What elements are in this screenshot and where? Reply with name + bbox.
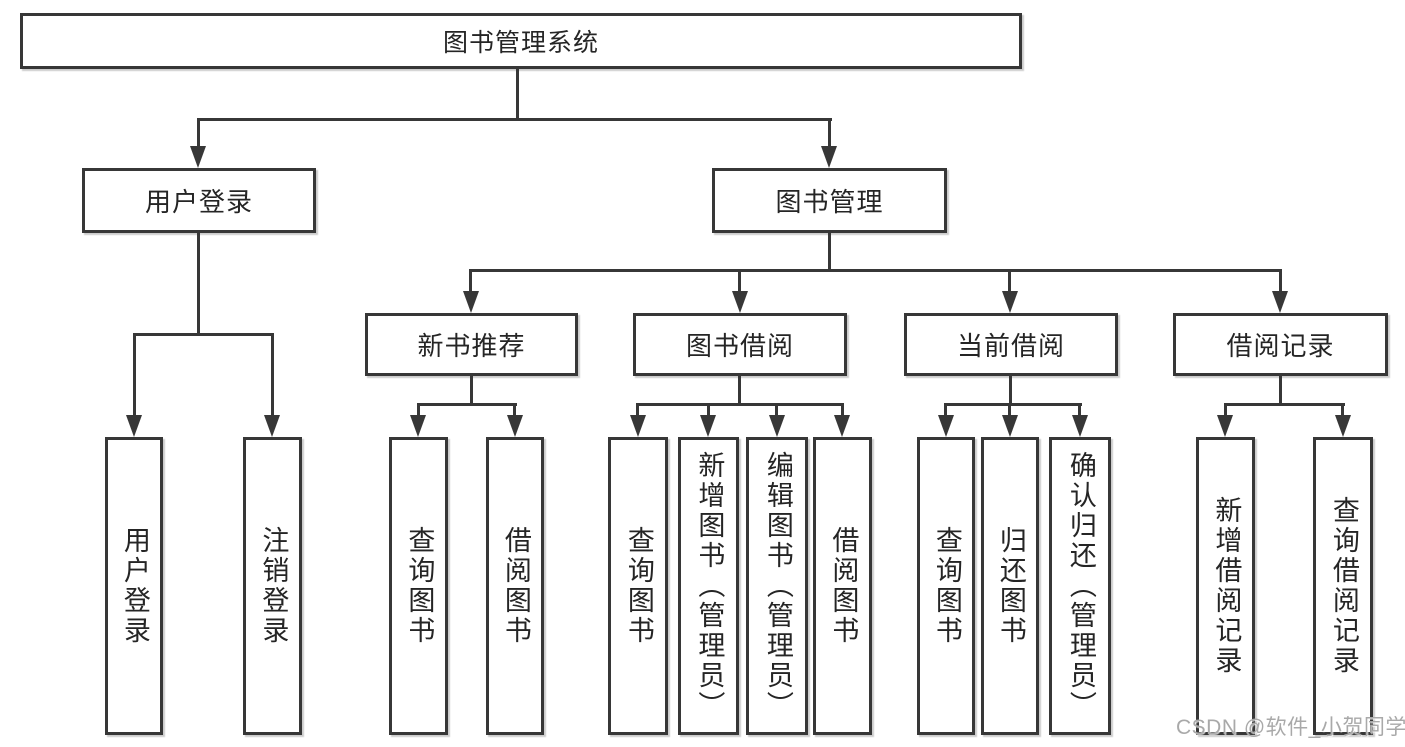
arrow-down-icon [1002, 291, 1018, 313]
arrow-down-icon [732, 291, 748, 313]
leaf-borrow-books-1: 借阅图书 [486, 437, 544, 735]
arrow-down-icon [507, 415, 523, 437]
csdn-watermark: CSDN @软件_小贺同学 [1176, 716, 1405, 739]
arrow-down-icon [1272, 291, 1288, 313]
leaf-label: 新增借阅记录 [1211, 496, 1242, 676]
connector-line [417, 403, 517, 406]
node-new-book-recommend: 新书推荐 [365, 313, 578, 376]
arrow-down-icon [463, 291, 479, 313]
connector-line [944, 403, 1082, 406]
connector-line [197, 118, 200, 150]
connector-line [1224, 403, 1345, 406]
arrow-down-icon [126, 415, 142, 437]
node-current-borrowing: 当前借阅 [904, 313, 1118, 376]
node-label: 图书借阅 [685, 331, 794, 361]
connector-line [469, 269, 1282, 272]
connector-line [1341, 403, 1344, 419]
leaf-label: 用户登录 [119, 526, 150, 646]
node-label: 借阅记录 [1226, 331, 1335, 361]
connector-line [513, 403, 516, 419]
node-root-library-system: 图书管理系统 [20, 13, 1022, 69]
arrow-down-icon [769, 415, 785, 437]
connector-line [1008, 269, 1011, 295]
leaf-label: 确认归还（管理员） [1065, 451, 1096, 721]
connector-line [636, 403, 639, 419]
leaf-logout: 注销登录 [243, 437, 302, 735]
connector-line [738, 376, 741, 406]
node-label: 图书管理 [775, 187, 884, 217]
leaf-label: 借阅图书 [828, 526, 859, 646]
leaf-borrow-books-2: 借阅图书 [813, 437, 872, 735]
connector-line [707, 403, 710, 419]
leaf-add-borrow-record: 新增借阅记录 [1196, 437, 1255, 735]
arrow-down-icon [821, 146, 837, 168]
node-label: 图书管理系统 [442, 29, 599, 57]
leaf-query-books-2: 查询图书 [608, 437, 668, 735]
leaf-label: 查询借阅记录 [1328, 496, 1359, 676]
connector-line [1009, 376, 1012, 406]
node-label: 新书推荐 [417, 331, 526, 361]
arrow-down-icon [630, 415, 646, 437]
connector-line [271, 333, 274, 418]
connector-line [516, 68, 519, 120]
connector-line [1078, 403, 1081, 419]
connector-line [1279, 376, 1282, 406]
arrow-down-icon [1072, 415, 1088, 437]
node-book-borrowing: 图书借阅 [633, 313, 847, 376]
connector-line [133, 333, 136, 418]
connector-line [197, 233, 200, 336]
connector-line [470, 376, 473, 406]
connector-line [469, 269, 472, 295]
leaf-add-books-admin: 新增图书（管理员） [678, 437, 739, 735]
connector-line [738, 269, 741, 295]
arrow-down-icon [264, 415, 280, 437]
connector-line [841, 403, 844, 419]
connector-line [636, 403, 844, 406]
connector-line [1008, 403, 1011, 419]
leaf-label: 查询图书 [404, 526, 435, 646]
leaf-confirm-return-admin: 确认归还（管理员） [1049, 437, 1111, 735]
arrow-down-icon [700, 415, 716, 437]
arrow-down-icon [938, 415, 954, 437]
leaf-query-books-1: 查询图书 [389, 437, 448, 735]
leaf-query-borrow-record: 查询借阅记录 [1313, 437, 1373, 735]
leaf-return-books: 归还图书 [981, 437, 1039, 735]
connector-line [197, 118, 832, 121]
leaf-user-login: 用户登录 [105, 437, 163, 735]
arrow-down-icon [190, 146, 206, 168]
connector-line [1279, 269, 1282, 295]
leaf-label: 查询图书 [623, 526, 654, 646]
leaf-query-books-3: 查询图书 [917, 437, 975, 735]
arrow-down-icon [1217, 415, 1233, 437]
node-label: 用户登录 [144, 187, 253, 217]
connector-line [1224, 403, 1227, 419]
leaf-label: 编辑图书（管理员） [762, 451, 793, 721]
connector-line [828, 233, 831, 272]
leaf-label: 借阅图书 [500, 526, 531, 646]
node-borrowing-records: 借阅记录 [1173, 313, 1388, 376]
connector-line [828, 118, 831, 150]
connector-line [775, 403, 778, 419]
connector-line [417, 403, 420, 419]
connector-line [944, 403, 947, 419]
leaf-label: 归还图书 [995, 526, 1026, 646]
leaf-label: 新增图书（管理员） [694, 451, 725, 721]
node-label: 当前借阅 [956, 331, 1065, 361]
node-user-login: 用户登录 [82, 168, 316, 233]
arrow-down-icon [1335, 415, 1351, 437]
arrow-down-icon [410, 415, 426, 437]
leaf-label: 注销登录 [258, 526, 289, 646]
connector-line [133, 333, 274, 336]
leaf-label: 查询图书 [931, 526, 962, 646]
arrow-down-icon [834, 415, 850, 437]
leaf-edit-books-admin: 编辑图书（管理员） [746, 437, 808, 735]
node-book-management: 图书管理 [712, 168, 947, 233]
arrow-down-icon [1002, 415, 1018, 437]
